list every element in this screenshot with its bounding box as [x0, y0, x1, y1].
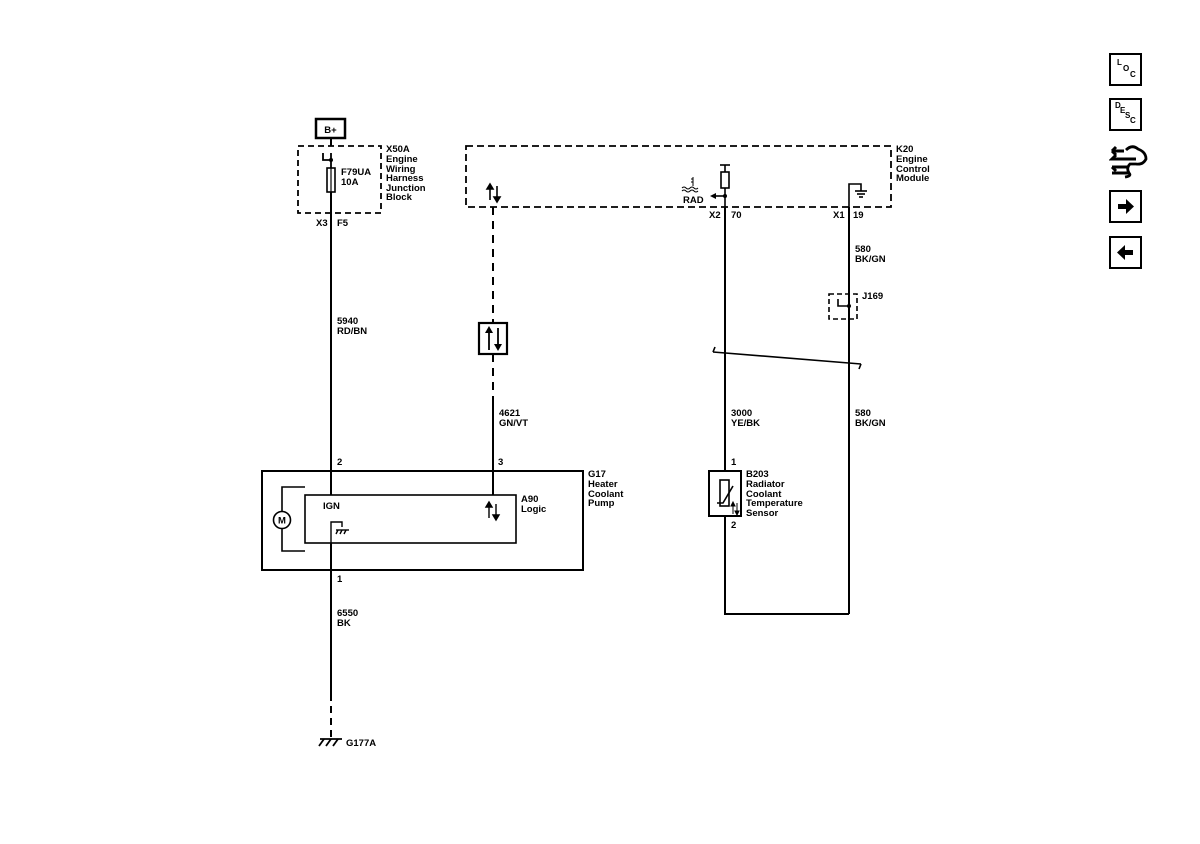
svg-text:Coolant: Coolant — [588, 489, 624, 500]
wire-580-upper-circuit: 580 — [855, 244, 871, 255]
ecm-outline — [465, 145, 892, 208]
ecm-pin-19: 19 — [853, 210, 864, 221]
sensor-pin-1: 1 — [731, 457, 737, 468]
sensor-label: B203 Radiator Coolant Temperature Sensor — [746, 469, 803, 519]
logic-module-outline — [304, 494, 517, 544]
battery-positive-symbol: B+ — [314, 117, 347, 140]
wire-6550-color: BK — [337, 618, 351, 629]
svg-text:Harness: Harness — [386, 173, 424, 184]
ecm-connector-x2: X2 — [709, 210, 721, 221]
ecm-rad-input-symbol — [710, 164, 730, 207]
thermistor-symbol — [717, 479, 734, 507]
ecm-ref: K20 — [896, 144, 913, 155]
ecm-label: K20 Engine Control Module — [896, 144, 930, 184]
wire-4621-color: GN/VT — [499, 418, 528, 429]
motor-symbol — [272, 510, 292, 530]
chassis-ground-symbol — [318, 738, 342, 747]
junction-block-pin: F5 — [337, 218, 349, 229]
pump-pin-2: 2 — [337, 457, 342, 468]
svg-text:Engine: Engine — [386, 154, 418, 165]
connector-view-icon — [1108, 145, 1148, 179]
pump-ref: G17 — [588, 469, 606, 480]
wire-6550-circuit: 6550 — [337, 608, 358, 619]
junction-block-connector: X3 — [316, 218, 328, 229]
location-button[interactable]: L O C — [1109, 53, 1142, 86]
sensor-pin-2: 2 — [731, 520, 736, 531]
splice-j169 — [828, 293, 858, 320]
ecm-pin-70: 70 — [731, 210, 742, 221]
pump-outline — [261, 470, 584, 571]
svg-text:Coolant: Coolant — [746, 489, 782, 500]
next-button[interactable] — [1109, 190, 1142, 223]
description-button[interactable]: D E S C — [1109, 98, 1142, 131]
junction-block-outline — [297, 145, 382, 214]
logic-name: Logic — [521, 504, 546, 515]
pump-label: G17 Heater Coolant Pump — [588, 469, 624, 509]
svg-text:Temperature: Temperature — [746, 498, 803, 509]
coolant-temperature-icon — [681, 177, 699, 193]
wire-580-upper-color: BK/GN — [855, 254, 886, 265]
motor-label: M — [278, 516, 286, 527]
svg-text:Junction: Junction — [386, 183, 426, 194]
logic-ref: A90 — [521, 494, 538, 505]
logic-ground-symbol — [330, 521, 349, 543]
wire-580-lower-circuit: 580 — [855, 408, 871, 419]
ecm-rad-label: RAD — [683, 195, 704, 206]
location-icon: L O C — [1117, 58, 1136, 79]
svg-text:Pump: Pump — [588, 498, 615, 509]
svg-text:Control: Control — [896, 164, 930, 175]
svg-text:Radiator: Radiator — [746, 479, 785, 490]
wire-4621-circuit: 4621 — [499, 408, 521, 419]
connector-view-button[interactable] — [1108, 142, 1149, 182]
logic-data-arrows-icon — [484, 500, 501, 522]
description-icon: D E S C — [1115, 101, 1136, 125]
sensor-outline — [708, 470, 742, 517]
ecm-data-arrows-icon — [485, 182, 502, 204]
svg-text:Sensor: Sensor — [746, 508, 779, 519]
wire-5940-circuit: 5940 — [337, 316, 358, 327]
ecm-ground-symbol — [848, 183, 867, 207]
arrow-right-icon — [1118, 199, 1134, 214]
splice-ref: J169 — [862, 291, 883, 302]
fuse-ref: F79UA — [341, 167, 371, 178]
ecm-connector-x1: X1 — [833, 210, 845, 221]
svg-text:Heater: Heater — [588, 479, 618, 490]
svg-text:Block: Block — [386, 192, 413, 203]
sensor-return-loop — [724, 516, 849, 615]
wire-3000-circuit: 3000 — [731, 408, 752, 419]
sensor-data-arrows-icon — [730, 500, 740, 517]
svg-text:Module: Module — [896, 173, 929, 184]
junction-block-ref: X50A — [386, 144, 410, 155]
twisted-pair-symbol — [712, 346, 862, 370]
wire-5940-color: RD/BN — [337, 326, 367, 337]
wire-3000-color: YE/BK — [731, 418, 760, 429]
junction-block-label: X50A Engine Wiring Harness Junction Bloc… — [386, 144, 426, 203]
serial-data-symbol — [477, 321, 509, 356]
previous-button[interactable] — [1109, 236, 1142, 269]
ground-ref: G177A — [346, 738, 376, 749]
svg-text:Wiring: Wiring — [386, 164, 416, 175]
arrow-left-icon — [1117, 245, 1133, 260]
ign-label: IGN — [323, 501, 340, 512]
sensor-ref: B203 — [746, 469, 769, 480]
wire-580-lower-color: BK/GN — [855, 418, 886, 429]
pump-pin-1: 1 — [337, 574, 343, 585]
pump-pin-3: 3 — [498, 457, 503, 468]
battery-positive-label: B+ — [324, 125, 337, 136]
fuse-rating: 10A — [341, 177, 359, 188]
svg-text:Engine: Engine — [896, 154, 928, 165]
